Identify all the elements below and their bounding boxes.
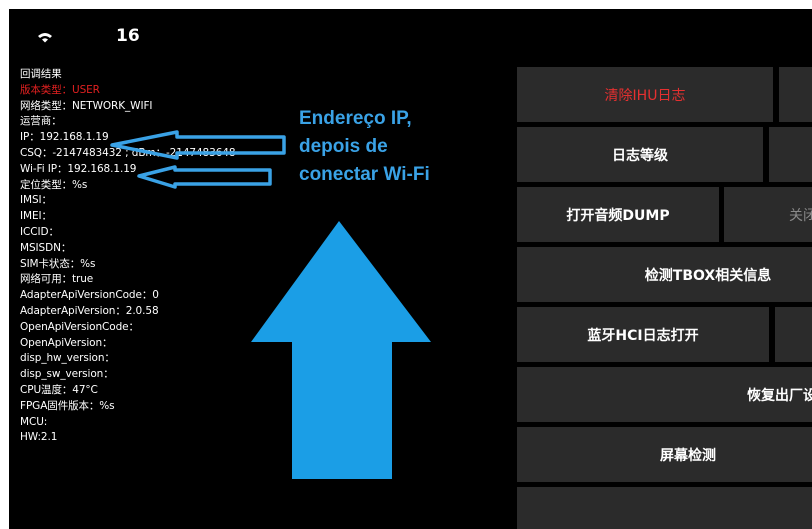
info-line: MCU: — [20, 415, 48, 428]
info-line: MSISDN： — [20, 241, 72, 254]
info-line: 网络类型：NETWORK_WIFI — [20, 99, 153, 112]
info-line: CPU温度：47°C — [20, 383, 98, 396]
bt-hci-log-open-button[interactable]: 蓝牙HCI日志打开 — [517, 307, 769, 362]
arrow-ip-icon — [110, 130, 286, 160]
detect-tbox-button[interactable]: 检测TBOX相关信息 — [517, 247, 812, 302]
info-line: 版本类型：USER — [20, 83, 100, 96]
clear-ihu-log-button[interactable]: 清除IHU日志 — [517, 67, 773, 122]
big-up-arrow-icon — [251, 221, 431, 479]
info-line: disp_sw_version： — [20, 368, 114, 381]
annotation-line-3: conectar Wi-Fi — [299, 164, 430, 185]
extra-button-row8[interactable] — [517, 487, 812, 529]
log-level-button[interactable]: 日志等级 — [517, 127, 763, 182]
info-line: 定位类型：%s — [20, 178, 88, 191]
close-button[interactable]: 关闭 — [724, 187, 812, 242]
info-panel: 回调结果版本类型：USER 网络类型：NETWORK_WIFI 运营商： IP：192… — [20, 67, 236, 446]
info-line: SIM卡状态：%s — [20, 257, 96, 270]
info-line: IMSI： — [20, 194, 52, 207]
info-line: HW:2.1 — [20, 431, 58, 444]
info-line: FPGA固件版本：%s — [20, 399, 115, 412]
wifi-icon — [38, 33, 52, 43]
extra-button-row1[interactable] — [779, 67, 812, 122]
info-line: OpenApiVersionCode： — [20, 320, 139, 333]
annotation-text: Endereço IP, depois de conectar Wi-Fi — [299, 105, 430, 189]
restore-factory-button[interactable]: 恢复出厂设 — [517, 367, 812, 422]
info-line: 运营商： — [20, 115, 62, 128]
info-line: ICCID： — [20, 225, 59, 238]
info-line: IP：192.168.1.19 — [20, 131, 109, 144]
info-line: disp_hw_version： — [20, 352, 115, 365]
extra-button-row5[interactable] — [775, 307, 812, 362]
info-line: IMEI： — [20, 210, 52, 223]
status-time: 16 — [116, 26, 140, 46]
extra-button-row2[interactable] — [769, 127, 812, 182]
arrow-wifi-ip-icon — [137, 165, 272, 189]
status-bar: 16 — [9, 9, 812, 59]
info-line: 网络可用：true — [20, 273, 94, 286]
info-line: AdapterApiVersionCode：0 — [20, 289, 159, 302]
button-grid: 清除IHU日志 日志等级 打开音频DUMP 关闭 检测TBOX相关信息 蓝牙HC… — [517, 67, 812, 529]
annotation-line-1: Endereço IP, — [299, 108, 412, 129]
open-audio-dump-button[interactable]: 打开音频DUMP — [517, 187, 719, 242]
device-screen: 16 回调结果版本类型：USER 网络类型：NETWORK_WIFI 运营商： IP：… — [9, 9, 812, 529]
info-line: CSQ：-2147483432 ; dBm：-2147483648 — [20, 146, 236, 159]
info-line: AdapterApiVersion：2.0.58 — [20, 304, 159, 317]
annotation-line-2: depois de — [299, 136, 388, 157]
info-line: 回调结果 — [20, 68, 62, 80]
info-line: OpenApiVersion： — [20, 336, 113, 349]
screen-detect-button[interactable]: 屏幕检测 — [517, 427, 812, 482]
info-line: Wi-Fi IP：192.168.1.19 — [20, 162, 137, 175]
annotation-arrows — [110, 130, 431, 479]
